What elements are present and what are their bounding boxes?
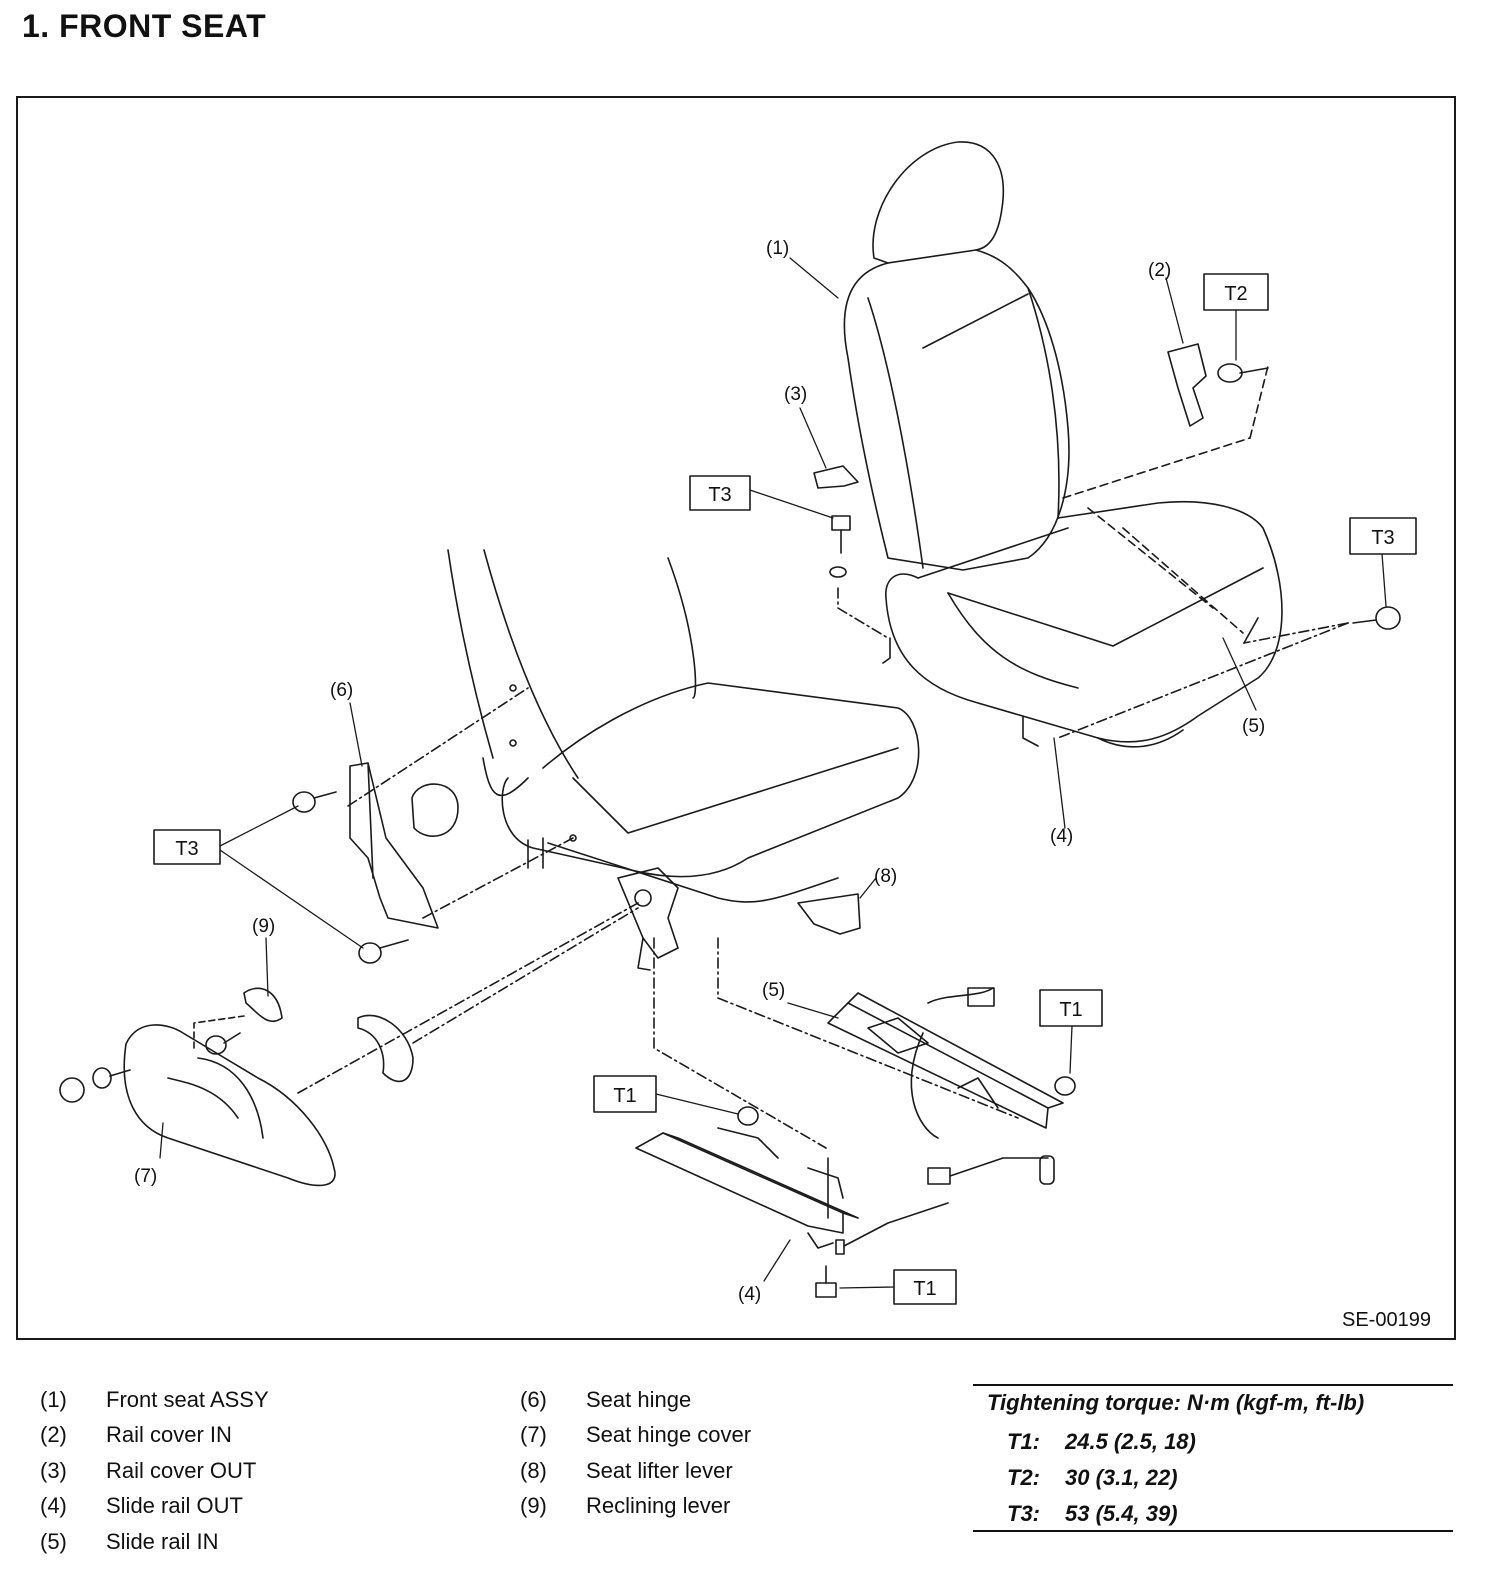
t3-hinge-bolts-drawing bbox=[292, 791, 409, 964]
legend-item: (2) Rail cover IN bbox=[40, 1418, 269, 1454]
legend-item: (1) Front seat ASSY bbox=[40, 1382, 269, 1418]
torque-row: T2: 30 (3.1, 22) bbox=[973, 1460, 1453, 1496]
callout-labels: (1) (2) (3) (4) (5) (6) (7) (8) (9) (5) … bbox=[134, 238, 1265, 1305]
legend-label: Slide rail OUT bbox=[106, 1493, 243, 1519]
legend-num: (8) bbox=[520, 1457, 547, 1483]
torque-row: T3: 53 (5.4, 39) bbox=[973, 1496, 1453, 1532]
arc-piece-drawing bbox=[357, 1014, 414, 1083]
reclining-bolt-drawing bbox=[193, 1015, 245, 1055]
hinge-cap-drawing bbox=[411, 783, 459, 837]
slide-rail-in-drawing bbox=[717, 937, 1076, 1185]
front-seat-assy-drawing bbox=[843, 141, 1283, 748]
legend-column-middle: (6) Seat hinge (7) Seat hinge cover (8) Sea… bbox=[520, 1382, 751, 1524]
legend-label: Rail cover IN bbox=[106, 1422, 232, 1448]
callout-1: (1) bbox=[766, 238, 789, 259]
legend-item: (3) Rail cover OUT bbox=[40, 1453, 269, 1489]
legend-label: Seat hinge bbox=[586, 1386, 692, 1412]
t3-bolt-top-drawing bbox=[829, 515, 889, 639]
callout-4-bottom: (4) bbox=[738, 1284, 761, 1305]
legend-item: (9) Reclining lever bbox=[520, 1489, 751, 1525]
torque-value: 24.5 (2.5, 18) bbox=[1065, 1429, 1196, 1454]
diagram-canvas: (1) (2) (3) (4) (5) (6) (7) (8) (9) (5) … bbox=[59, 141, 1431, 1331]
callout-5-bottom: (5) bbox=[762, 980, 785, 1001]
page-title: 1. FRONT SEAT bbox=[22, 8, 267, 44]
tag-t3-left: T3 bbox=[175, 838, 198, 860]
torque-row: T1: 24.5 (2.5, 18) bbox=[973, 1424, 1453, 1460]
legend-num: (3) bbox=[40, 1457, 67, 1483]
t2-bolt-drawing bbox=[1217, 363, 1269, 383]
torque-value: 30 (3.1, 22) bbox=[1065, 1465, 1178, 1490]
legend-item: (7) Seat hinge cover bbox=[520, 1418, 751, 1454]
legend-label: Slide rail IN bbox=[106, 1528, 219, 1554]
slide-rail-out-drawing bbox=[635, 937, 949, 1255]
callout-5-top: (5) bbox=[1242, 716, 1265, 737]
legend-item: (6) Seat hinge bbox=[520, 1382, 751, 1418]
seat-frame-drawing bbox=[447, 549, 920, 903]
tag-t1-middle: T1 bbox=[613, 1085, 636, 1107]
legend-label: Reclining lever bbox=[586, 1493, 731, 1519]
legend-num: (4) bbox=[40, 1493, 67, 1519]
legend-num: (5) bbox=[40, 1528, 67, 1554]
legend-num: (1) bbox=[40, 1386, 67, 1412]
exploded-diagram: (1) (2) (3) (4) (5) (6) (7) (8) (9) (5) … bbox=[16, 96, 1456, 1340]
legend-item: (4) Slide rail OUT bbox=[40, 1489, 269, 1525]
seat-hinge-cover-drawing bbox=[123, 1024, 336, 1187]
t3-bolt-right-drawing bbox=[1057, 606, 1401, 739]
legend-label: Seat hinge cover bbox=[586, 1422, 752, 1448]
legend-item: (8) Seat lifter lever bbox=[520, 1453, 751, 1489]
callout-7: (7) bbox=[134, 1166, 157, 1187]
tag-t3-top: T3 bbox=[708, 484, 731, 506]
torque-key: T1: bbox=[1007, 1429, 1040, 1454]
rail-cover-out-drawing bbox=[813, 465, 859, 489]
torque-tag-labels: T2 T3 T3 T3 T1 T1 T1 bbox=[175, 283, 1394, 1300]
callout-3: (3) bbox=[784, 384, 807, 405]
tag-t1-right: T1 bbox=[1059, 999, 1082, 1021]
rail-cover-in-drawing bbox=[1167, 343, 1207, 427]
legend-label: Rail cover OUT bbox=[106, 1457, 257, 1483]
legend-num: (9) bbox=[520, 1493, 547, 1519]
torque-value: 53 (5.4, 39) bbox=[1065, 1501, 1178, 1526]
legend-num: (7) bbox=[520, 1422, 547, 1448]
figure-id: SE-00199 bbox=[1342, 1309, 1431, 1331]
seat-lifter-lever-drawing bbox=[797, 893, 861, 935]
t1-bolt-bottom-drawing bbox=[815, 1265, 837, 1298]
legend-num: (6) bbox=[520, 1386, 547, 1412]
torque-key: T2: bbox=[1007, 1465, 1040, 1490]
torque-tag-boxes bbox=[153, 273, 1417, 1305]
torque-heading: Tightening torque: N·m (kgf-m, ft-lb) bbox=[987, 1390, 1365, 1415]
seat-hinge-drawing bbox=[347, 687, 574, 929]
callout-4-top: (4) bbox=[1050, 826, 1073, 847]
cover-bolt-drawing bbox=[59, 1067, 131, 1103]
callout-6: (6) bbox=[330, 680, 353, 701]
legend-item: (5) Slide rail IN bbox=[40, 1524, 269, 1560]
callout-9: (9) bbox=[252, 916, 275, 937]
reclining-lever-drawing bbox=[243, 987, 283, 1023]
legend-column-left: (1) Front seat ASSY (2) Rail cover IN (3) R… bbox=[40, 1382, 269, 1560]
legend-label: Seat lifter lever bbox=[586, 1457, 733, 1483]
callout-8: (8) bbox=[874, 866, 897, 887]
legend-num: (2) bbox=[40, 1422, 67, 1448]
legend-label: Front seat ASSY bbox=[106, 1386, 269, 1412]
torque-key: T3: bbox=[1007, 1501, 1040, 1526]
tag-t2: T2 bbox=[1224, 283, 1247, 305]
callout-2: (2) bbox=[1148, 260, 1171, 281]
tag-t1-bottom: T1 bbox=[913, 1278, 936, 1300]
tag-t3-right: T3 bbox=[1371, 527, 1394, 549]
torque-table: Tightening torque: N·m (kgf-m, ft-lb) T1… bbox=[973, 1384, 1453, 1532]
lifter-mechanism-drawing bbox=[617, 867, 679, 971]
leader-lines bbox=[159, 257, 1387, 1289]
